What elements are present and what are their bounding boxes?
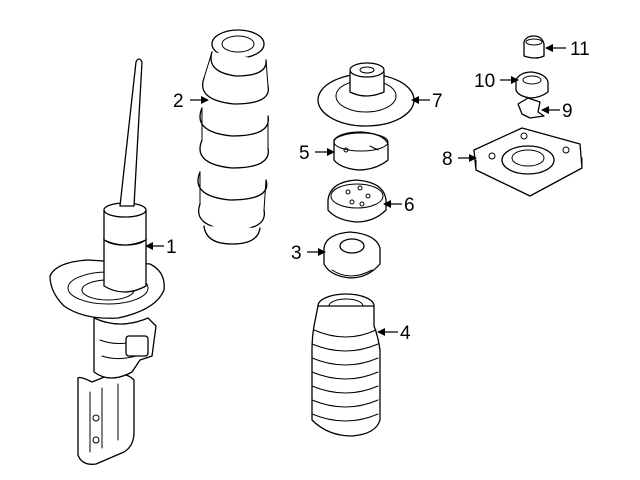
retainer-part-9 xyxy=(517,97,545,119)
insulator-part-6 xyxy=(327,179,387,223)
callout-9: 9 xyxy=(562,101,573,122)
callout-11: 11 xyxy=(570,39,590,60)
callout-6: 6 xyxy=(404,195,415,216)
callout-10: 10 xyxy=(474,71,495,92)
callout-4: 4 xyxy=(400,323,411,344)
bumper-part-5 xyxy=(333,131,389,171)
callout-7: 7 xyxy=(432,91,443,112)
callout-1: 1 xyxy=(166,237,177,258)
callout-3: 3 xyxy=(291,243,302,264)
callout-8: 8 xyxy=(442,149,453,170)
callout-2: 2 xyxy=(173,91,184,112)
dust-boot-part-4 xyxy=(311,293,381,437)
callout-5: 5 xyxy=(299,143,310,164)
coil-spring-part-2 xyxy=(197,29,269,245)
upper-spring-seat-part-7 xyxy=(317,62,415,127)
strut-part-1 xyxy=(49,58,165,465)
strut-mount-part-8 xyxy=(473,127,583,197)
upper-nut-part-10 xyxy=(515,71,549,99)
bearing-part-3 xyxy=(323,231,381,279)
cap-part-11 xyxy=(523,35,545,59)
